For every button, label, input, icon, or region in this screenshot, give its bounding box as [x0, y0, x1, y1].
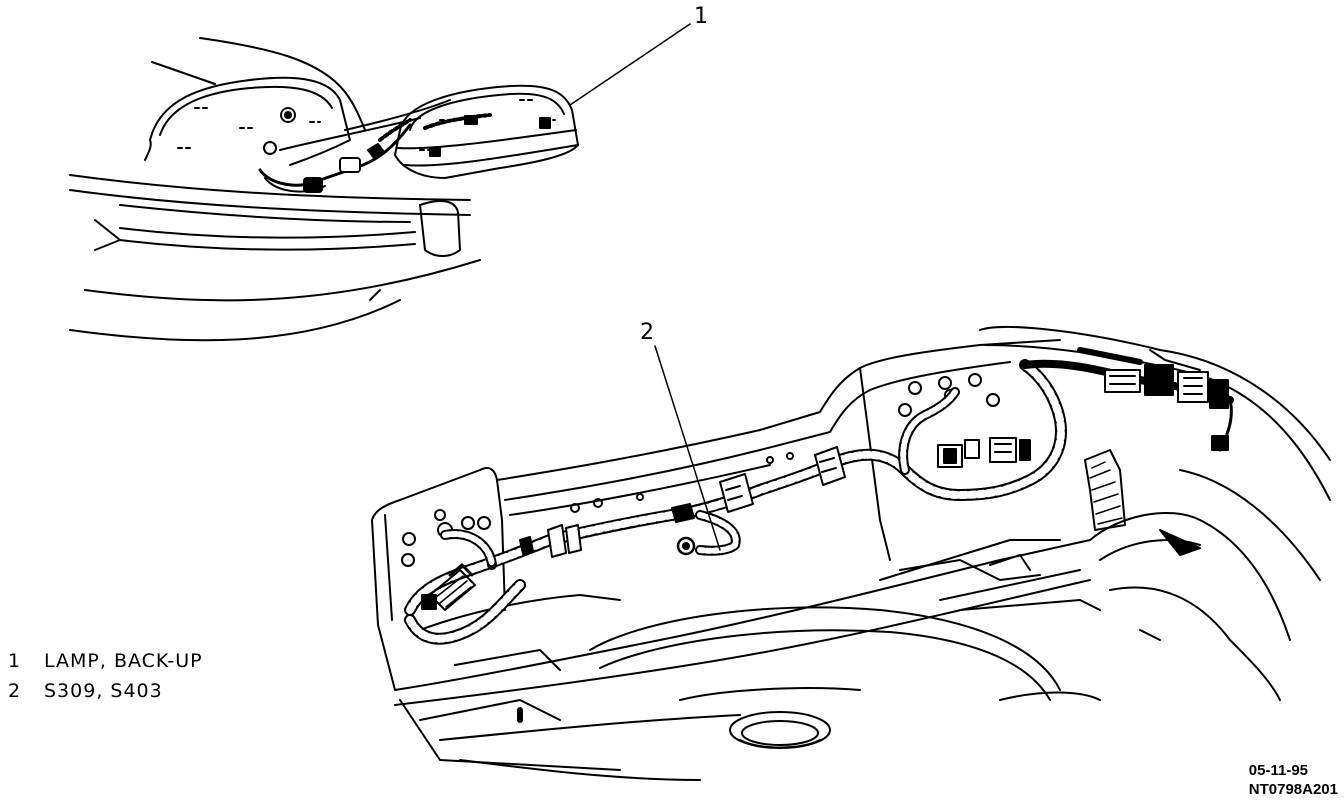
left-lamp-connector — [421, 563, 476, 611]
legend-item: 1 LAMP, BACK-UP — [8, 650, 203, 680]
harness-clips — [519, 446, 846, 558]
leader-line-1 — [569, 23, 691, 106]
legend-item-number: 1 — [8, 650, 22, 672]
legend-item: 2 S309, S403 — [8, 680, 203, 710]
legend-item-label: S309, S403 — [44, 680, 163, 702]
callout-number-2: 2 — [640, 320, 654, 345]
legend-item-number: 2 — [8, 680, 22, 702]
legend-item-label: LAMP, BACK-UP — [44, 650, 203, 672]
right-lamp-connector — [937, 437, 1031, 468]
trunk-compartment — [371, 325, 1331, 781]
quarter-panel-connector — [1077, 347, 1229, 409]
callout-number-1: 1 — [694, 4, 708, 29]
diagram-date: 05-11-95 — [1248, 762, 1308, 779]
parts-legend: 1 LAMP, BACK-UP 2 S309, S403 — [8, 650, 203, 710]
diagram-code: NT0798A201 — [1248, 781, 1338, 798]
leader-line-2 — [654, 345, 721, 551]
inset-vehicle-rear — [69, 37, 481, 342]
wiring-harness — [404, 359, 1234, 645]
back-up-lamp-assembly — [394, 84, 579, 179]
